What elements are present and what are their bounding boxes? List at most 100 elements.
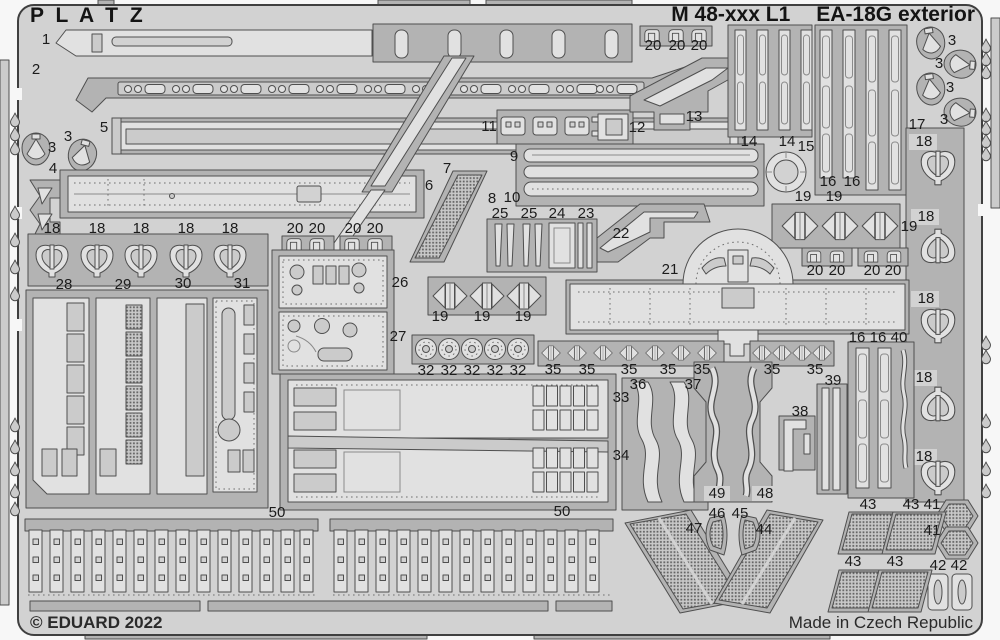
part-number-label: 43 [886,553,904,571]
part-number-label: 20 [344,220,362,238]
part-number-label: 12 [628,119,646,137]
part-number-label: 5 [99,119,109,137]
part-number-label: 7 [442,160,452,178]
part-number-label: 3 [934,55,944,73]
product-name: EA-18G exterior [816,3,975,26]
part-number-label: 39 [824,372,842,390]
part-number-label: 30 [174,275,192,293]
part-number-label: 44 [755,521,773,539]
part-42-plates [927,573,973,611]
brand-logo-text: P L A T Z [30,4,146,27]
part-21-assembly [565,228,910,357]
part-number-label: 35 [544,361,562,379]
part-number-label: 20 [644,37,662,55]
edge-notch [12,88,22,100]
edge-notch [12,319,22,331]
part-number-label: 27 [389,328,407,346]
part-number-label: 50 [268,504,286,522]
product-title: M 48-xxx L1 EA-18G exterior [671,3,975,27]
part-number-label: 14 [740,133,758,151]
part-41-hexes [935,499,979,560]
part-number-label: 25 [491,205,509,223]
part-number-label: 18 [132,220,150,238]
part-number-label: 18 [917,290,935,308]
part-number-label: 46 [708,505,726,523]
part-11-12-box [496,109,634,145]
part-number-label: 41 [923,522,941,540]
part-number-label: 18 [915,133,933,151]
part-22-bracket [591,203,711,263]
part-number-label: 18 [88,220,106,238]
part-number-label: 2 [31,61,41,79]
part-number-label: 3 [63,128,73,146]
part-number-label: 10 [503,189,521,207]
part-number-label: 40 [890,329,908,347]
part-number-label: 35 [806,361,824,379]
part-number-label: 20 [884,262,902,280]
part-number-label: 35 [693,361,711,379]
part-number-label: 19 [794,188,812,206]
part-44-47-mesh-wings [624,509,824,614]
part-number-label: 38 [791,403,809,421]
part-8-mesh [409,170,488,263]
part-number-label: 37 [684,376,702,394]
origin-text: Made in Czech Republic [788,613,973,632]
part-number-label: 18 [177,220,195,238]
part-number-label: 29 [114,276,132,294]
part-number-label: 18 [915,448,933,466]
part-number-label: 32 [509,362,527,380]
part-9-10-strips [515,143,765,207]
part-number-label: 20 [828,262,846,280]
part-26-27-panels [271,249,395,375]
part-number-label: 18 [43,220,61,238]
part-number-label: 35 [763,361,781,379]
part-number-label: 43 [859,496,877,514]
part-number-label: 20 [286,220,304,238]
part-number-label: 26 [391,274,409,292]
part-18-right-column [905,127,965,503]
part-number-label: 9 [509,148,519,166]
part-number-label: 47 [685,520,703,538]
part-number-label: 45 [731,505,749,523]
part-number-label: 20 [690,37,708,55]
part-number-label: 35 [659,361,677,379]
part-32-discs [411,334,535,365]
part-number-label: 3 [945,79,955,97]
part-number-label: 42 [950,557,968,575]
part-number-label: 32 [417,362,435,380]
part-28-31-panels [25,289,269,509]
part-number-label: 20 [806,262,824,280]
part-19-center-group [427,276,547,316]
part-number-label: 23 [577,205,595,223]
part-number-label: 33 [612,389,630,407]
part-number-label: 35 [620,361,638,379]
part-number-label: 49 [708,485,726,503]
part-number-label: 20 [366,220,384,238]
part-number-label: 16 [819,173,837,191]
part-39-strips [816,383,848,495]
part-number-label: 19 [514,308,532,326]
part-16-40-strips [847,341,915,499]
part-number-label: 19 [825,188,843,206]
part-number-label: 18 [221,220,239,238]
part-1-strip [55,23,633,63]
part-15-ring [765,151,807,193]
part-number-label: 15 [797,138,815,156]
part-number-label: 8 [487,190,497,208]
part-number-label: 36 [629,376,647,394]
part-number-label: 3 [947,32,957,50]
part-number-label: 4 [48,160,58,178]
part-19-right-group [771,203,901,249]
part-number-label: 19 [473,308,491,326]
part-number-label: 34 [612,447,630,465]
part-33-34-panels [279,373,617,511]
part-number-label: 11 [481,118,497,136]
part-48-49-pylon [693,361,778,503]
part-number-label: 6 [424,177,434,195]
part-number-label: 21 [661,261,679,279]
part-number-label: 43 [902,496,920,514]
part-number-label: 22 [612,225,630,243]
